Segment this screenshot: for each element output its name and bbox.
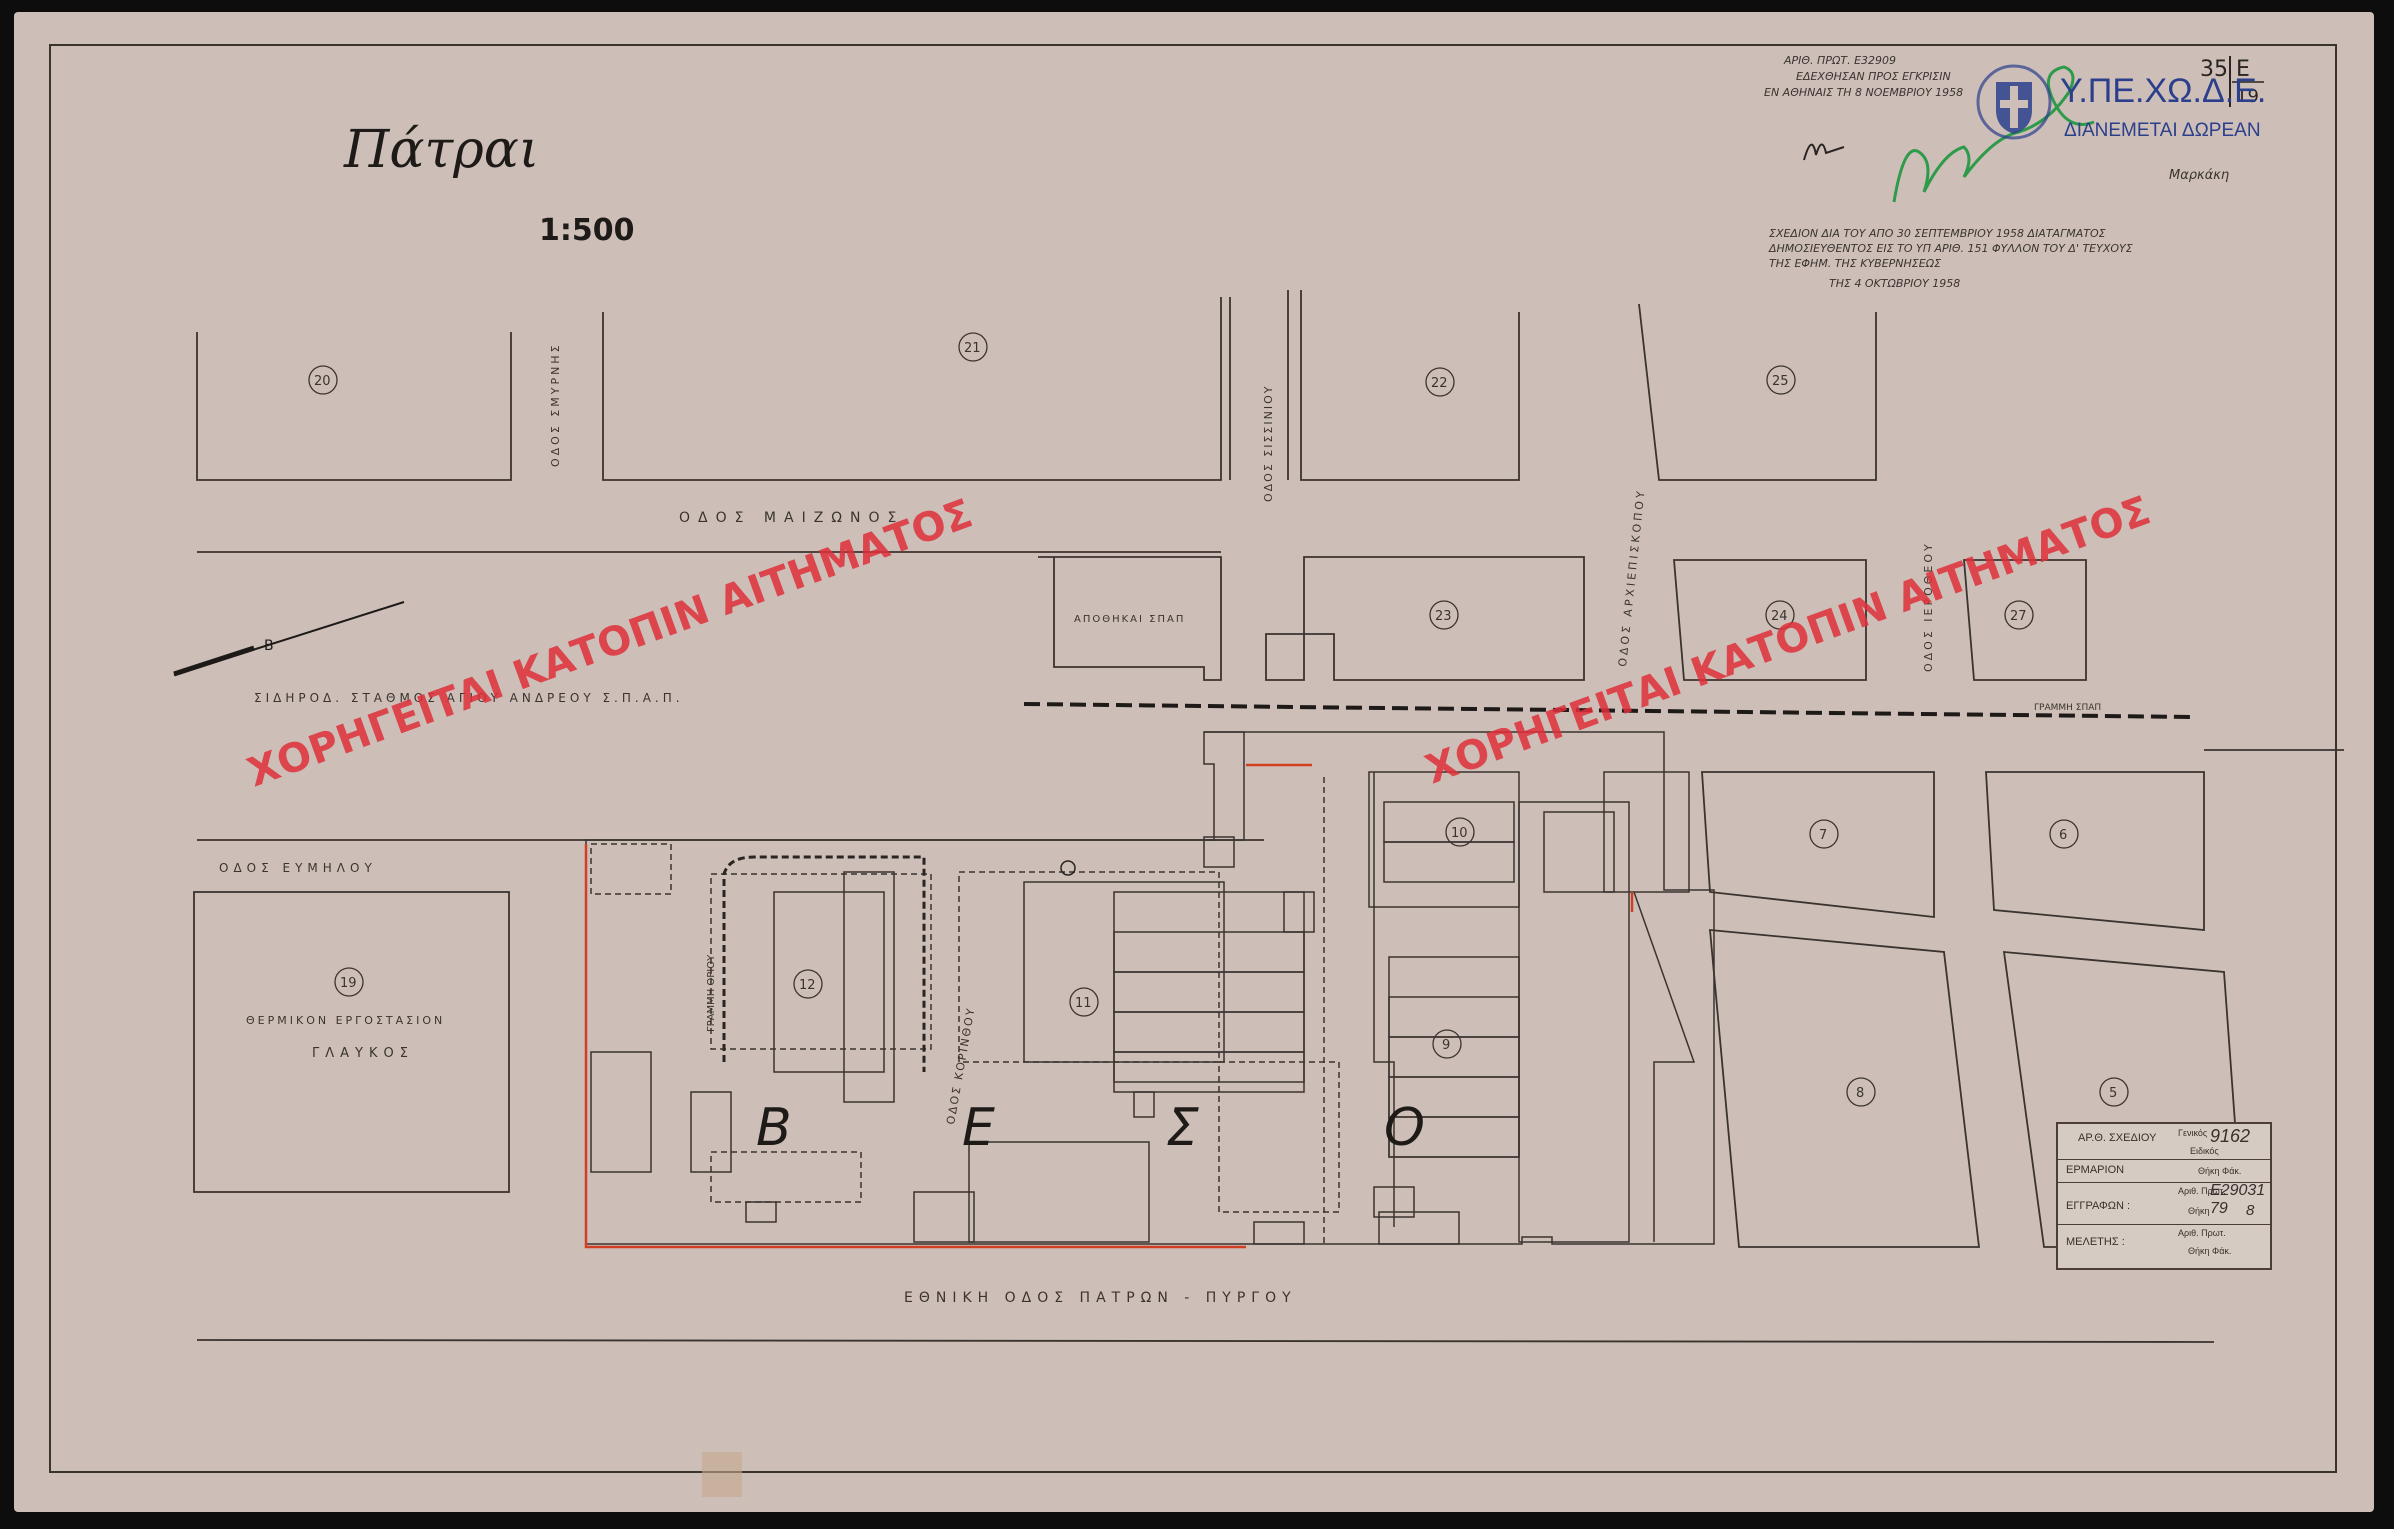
veso-letter-s: Σ [1166,1098,1199,1158]
stamp-plan-number: 9162 [2210,1126,2251,1146]
svg-text:19: 19 [2236,86,2259,107]
greek-cross-emblem-icon [1976,64,2052,140]
approval-line-1: ΣΧΕΔΙΟΝ ΔΙΑ ΤΟΥ ΑΠΟ 30 ΣΕΠΤΕΜΒΡΙΟΥ 1958 … [1769,227,2106,240]
map-title: Πάτραι [343,120,539,180]
map-sheet: Πάτραι 1:500 ΑΡΙΘ. ΠΡΩΤ. Ε32909 ΕΔΕΧΘΗΣΑ… [14,12,2374,1512]
label-apothikai: ΑΠΟΘΗΚΑΙ ΣΠΑΠ [1074,614,1185,625]
svg-text:Ε: Ε [2236,57,2250,82]
header-note-3: ΕΝ ΑΘΗΝΑΙΣ ΤΗ 8 ΝΟΕΜΒΡΙΟΥ 1958 [1764,86,1963,99]
signature-initials [1803,143,1845,161]
logo-name: Υ.ΠΕ.ΧΩ.Δ.Ε. [2060,72,2267,110]
street-line-ethniki [196,1339,2215,1343]
block-label-7: 7 [1819,828,1827,843]
street-sisinio: ΟΔΟΣ ΣΙΣΣΙΝΙΟΥ [1262,385,1275,502]
block-label-5: 5 [2109,1086,2117,1101]
block-label-8: 8 [1856,1086,1864,1101]
block-27 [1963,559,2087,681]
block-label-9: 9 [1442,1038,1450,1053]
block-label-11: 11 [1075,996,1092,1011]
block-label-25: 25 [1772,374,1789,389]
plot-dashed-boundary [722,855,926,1072]
street-ierotheou: ΟΔΟΣ ΙΕΡΟΘΕΟΥ [1922,541,1935,672]
block-label-19: 19 [340,976,357,991]
block-label-27: 27 [2010,609,2027,624]
approval-line-4: ΤΗΣ 4 ΟΚΤΩΒΡΙΟΥ 1958 [1829,277,1960,290]
block-22 [1300,290,1520,481]
stamp-plan-label: ΑΡ.Θ. ΣΧΕΔΙΟΥ [2078,1132,2157,1144]
block-20 [196,332,512,481]
block-25 [1638,303,1877,481]
block-8 [1709,929,1981,1248]
watermark-left: ΧΟΡΗΓΕΙΤΑΙ ΚΑΤΟΠΙΝ ΑΙΤΗΜΑΤΟΣ [242,491,979,797]
block-label-12: 12 [799,978,816,993]
stamp-ermarion: ΕΡΜΑΡΙΟΝ [2066,1164,2125,1176]
initials-stamp: Μαρκάκη [2169,168,2229,183]
block-label-6: 6 [2059,828,2067,843]
svg-text:Β: Β [264,638,274,654]
street-ethniki: ΕΘΝΙΚΗ ΟΔΟΣ ΠΑΤΡΩΝ - ΠΥΡΓΟΥ [904,1290,1297,1306]
block-19 [193,891,510,1193]
block-21 [602,297,1222,481]
stamp-eggrafon: ΕΓΓΡΑΦΩΝ : [2066,1200,2131,1212]
map-frame [49,44,2337,1473]
ministry-logo: Υ.ΠΕ.ΧΩ.Δ.Ε. ΔΙΑΝΕΜΕΤΑΙ ΔΩΡΕΑΝ [1974,62,2354,162]
approval-line-3: ΤΗΣ ΕΦΗΜ. ΤΗΣ ΚΥΒΕΡΝΗΣΕΩΣ [1769,257,1941,270]
street-arxiepiskopou: ΟΔΟΣ ΑΡΧΙΕΠΙΣΚΟΠΟΥ [1616,488,1648,668]
archive-stamp: ΑΡ.Θ. ΣΧΕΔΙΟΥ Γενικός 9162 Ειδικός ΕΡΜΑΡ… [2056,1122,2272,1270]
well-marker [1060,860,1076,876]
street-smyrnis: ΟΔΟΣ ΣΜΥΡΝΗΣ [549,342,562,467]
street-sidirodromos: ΣΙΔΗΡΟΔ. ΣΤΑΘΜΟΣ ΑΓΙΟΥ ΑΝΔΡΕΟΥ Σ.Π.Α.Π. [254,691,684,705]
veso-complex [585,731,1715,1245]
railway-line [1023,702,2195,719]
block-6 [1985,771,2205,931]
block-label-23: 23 [1435,609,1452,624]
header-note-2: ΕΔΕΧΘΗΣΑΝ ΠΡΟΣ ΕΓΚΡΙΣΙΝ [1796,70,1951,83]
green-signature [1892,65,2095,203]
block-label-21: 21 [964,341,981,356]
north-arrow: Β [173,601,405,677]
map-scale: 1:500 [539,213,635,248]
street-maizonos: ΟΔΟΣ ΜΑΙΖΩΝΟΣ [679,510,904,526]
veso-letter-e: Ε [962,1098,995,1158]
veso-letter-b: Β [756,1098,792,1158]
block-24 [1673,559,1867,681]
watermark-right: ΧΟΡΗΓΕΙΤΑΙ ΚΑΤΟΠΙΝ ΑΙΤΗΜΑΤΟΣ [1420,488,2157,794]
railway-label: ΓΡΑΜΜΗ ΣΠΑΠ [2034,703,2101,713]
factory-name: ΓΛΑΥΚΟΣ [312,1046,414,1061]
block-7 [1701,771,1935,919]
approval-line-2: ΔΗΜΟΣΙΕΥΘΕΝΤΟΣ ΕΙΣ ΤΟ ΥΠ ΑΡΙΘ. 151 ΦΥΛΛΟ… [1768,242,2133,255]
sheet-reference: 35 Ε 19 [2200,56,2264,107]
block-label-10: 10 [1451,826,1468,841]
factory-label: ΘΕΡΜΙΚΟΝ ΕΡΓΟΣΤΑΣΙΟΝ [246,1014,445,1027]
stamp-eggrafon-number: Ε29031 [2210,1182,2266,1199]
paper-stain [702,1452,742,1497]
svg-text:35: 35 [2200,57,2228,82]
veso-letter-o: Ο [1384,1098,1425,1158]
street-eymilou: ΟΔΟΣ ΕΥΜΗΛΟΥ [219,861,377,875]
storage-building [1038,556,1222,681]
block-label-24: 24 [1771,609,1788,624]
logo-tagline: ΔΙΑΝΕΜΕΤΑΙ ΔΩΡΕΑΝ [2064,120,2261,141]
stamp-meletis: ΜΕΛΕΤΗΣ : [2066,1236,2125,1248]
block-label-22: 22 [1431,376,1448,391]
header-note-1: ΑΡΙΘ. ΠΡΩΤ. Ε32909 [1783,54,1896,67]
plan-drawing: Πάτραι 1:500 ΑΡΙΘ. ΠΡΩΤ. Ε32909 ΕΔΕΧΘΗΣΑ… [49,44,2344,1497]
block-label-20: 20 [314,374,331,389]
red-boundary [584,763,1634,1249]
